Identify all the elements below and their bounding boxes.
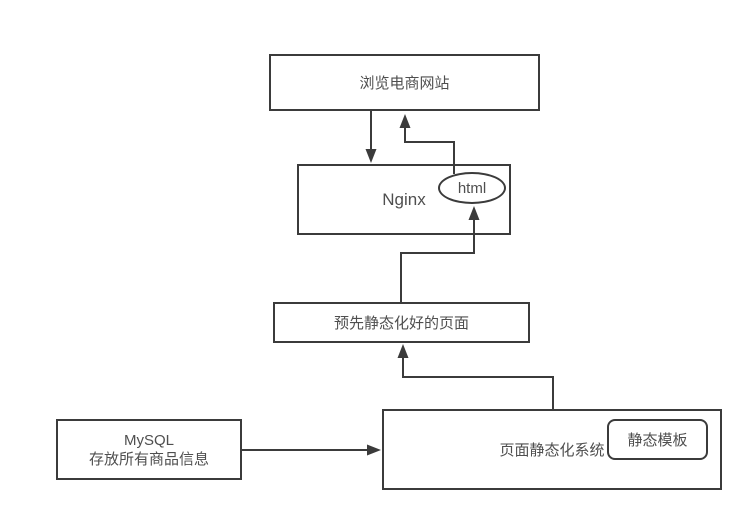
node-browse-label: 浏览电商网站	[359, 75, 450, 92]
node-nginx-label: Nginx	[382, 189, 426, 209]
node-static-template-label: 静态模板	[627, 432, 688, 449]
arrow-mysql-to-static-system	[242, 444, 381, 456]
node-html-label: html	[457, 179, 487, 197]
node-pre-static-page-label: 预先静态化好的页面	[333, 315, 469, 332]
node-mysql-label-line2: 存放所有商品信息	[88, 450, 209, 468]
arrow-static-system-to-pre-static-page	[397, 344, 554, 409]
node-mysql-label-line1: MySQL	[123, 431, 174, 449]
node-pre-static-page: 预先静态化好的页面	[273, 302, 530, 343]
node-static-template: 静态模板	[607, 419, 708, 460]
node-static-system-label: 页面静态化系统	[499, 442, 605, 459]
arrow-browse-to-nginx	[365, 111, 377, 163]
node-browse-ecommerce-site: 浏览电商网站	[269, 54, 540, 111]
node-html-ellipse: html	[438, 172, 506, 204]
node-mysql: MySQL 存放所有商品信息	[56, 419, 242, 480]
